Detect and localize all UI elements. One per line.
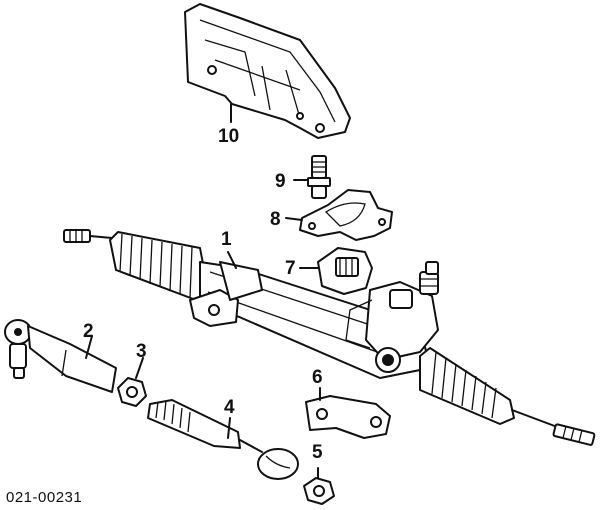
- part-8-clamp-bracket: [285, 189, 393, 241]
- callout-6: 6: [312, 367, 323, 388]
- callout-4: 4: [224, 397, 235, 418]
- part-1-steering-rack: [63, 229, 596, 446]
- part-5-nut: [303, 467, 335, 505]
- callout-8: 8: [270, 209, 281, 230]
- part-9-fitting: [293, 155, 331, 199]
- callout-1: 1: [221, 229, 232, 250]
- part-2-tie-rod-end: [4, 319, 117, 393]
- part-10-heat-shield: [184, 3, 351, 139]
- part-3-lock-nut: [117, 357, 147, 407]
- part-4-tie-rod: [147, 399, 299, 480]
- callout-9: 9: [275, 171, 286, 192]
- diagram-code: 021-00231: [6, 489, 83, 506]
- part-7-bushing: [299, 247, 373, 295]
- callout-5: 5: [312, 442, 323, 463]
- callout-7: 7: [285, 258, 296, 279]
- callout-3: 3: [136, 341, 147, 362]
- callout-2: 2: [83, 321, 94, 342]
- part-6-clamp: [305, 387, 391, 439]
- callout-10: 10: [218, 126, 240, 147]
